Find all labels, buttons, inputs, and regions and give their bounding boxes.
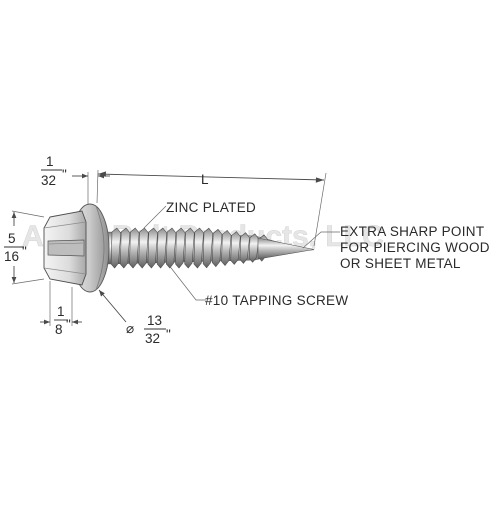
thread-crest bbox=[212, 228, 223, 268]
thread-crest bbox=[202, 227, 214, 269]
washer-diameter-den: 32 bbox=[145, 331, 160, 346]
washer-diameter-unit: " bbox=[166, 327, 171, 342]
washer-thickness-num: 1 bbox=[46, 154, 54, 169]
product-label: #10 TAPPING SCREW bbox=[205, 293, 348, 308]
washer-diameter-num: 13 bbox=[147, 313, 162, 328]
thread-crest bbox=[175, 227, 186, 269]
head-height-dimension: 5 16 " bbox=[4, 210, 45, 285]
product-callout: #10 TAPPING SCREW bbox=[167, 263, 348, 308]
screw-slot bbox=[47, 239, 85, 257]
finish-callout: ZINC PLATED bbox=[143, 200, 256, 229]
head-height-den: 16 bbox=[4, 249, 19, 264]
screw-threads bbox=[110, 227, 269, 269]
thread-crest bbox=[184, 227, 195, 269]
screw-tip bbox=[257, 237, 315, 260]
thread-crest bbox=[129, 227, 140, 269]
thread-crest bbox=[110, 227, 122, 269]
washer-thickness-unit: " bbox=[62, 167, 67, 182]
thread-crest bbox=[166, 227, 177, 269]
thread-crest bbox=[248, 233, 260, 263]
point-callout: EXTRA SHARP POINT FOR PIERCING WOOD OR S… bbox=[302, 224, 490, 271]
thread-crest bbox=[221, 230, 232, 267]
screw-illustration bbox=[43, 203, 315, 293]
head-height-unit: " bbox=[22, 244, 27, 259]
thread-crest bbox=[193, 227, 204, 269]
head-thickness-num: 1 bbox=[57, 304, 65, 319]
head-thickness-unit: " bbox=[66, 317, 71, 332]
point-label-line2: FOR PIERCING WOOD bbox=[340, 240, 490, 255]
thread-crest bbox=[156, 227, 168, 269]
point-label-line3: OR SHEET METAL bbox=[340, 256, 461, 271]
length-label: L bbox=[201, 172, 209, 187]
head-thickness-den: 8 bbox=[55, 322, 63, 337]
washer-thickness-dimension: 1 32 " bbox=[41, 154, 110, 205]
thread-crest bbox=[230, 231, 241, 265]
point-label-line1: EXTRA SHARP POINT bbox=[340, 224, 484, 239]
washer-thickness-den: 32 bbox=[41, 173, 56, 188]
thread-crest bbox=[147, 227, 158, 269]
thread-crest bbox=[239, 232, 250, 264]
head-thickness-dimension: 1 8 " bbox=[40, 281, 82, 337]
finish-label: ZINC PLATED bbox=[166, 200, 256, 215]
thread-crest bbox=[120, 227, 131, 269]
washer-diameter-dimension: ⌀ 13 32 " bbox=[98, 289, 171, 346]
head-height-num: 5 bbox=[8, 231, 16, 246]
diameter-symbol: ⌀ bbox=[126, 321, 134, 336]
